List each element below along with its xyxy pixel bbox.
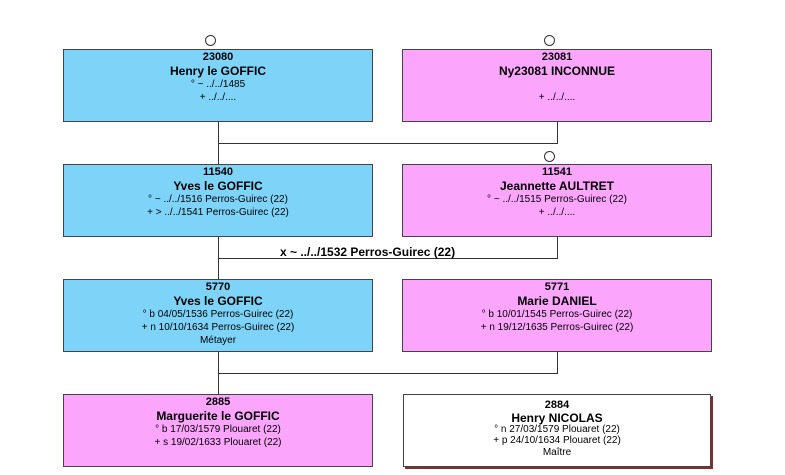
death-line: + n 19/12/1635 Perros-Guirec (22) bbox=[480, 322, 634, 333]
person-name: Ny23081 INCONNUE bbox=[498, 64, 616, 78]
no-parents-circle bbox=[544, 151, 555, 162]
person-name: Henry NICOLAS bbox=[511, 411, 603, 425]
person-name: Henry le GOFFIC bbox=[169, 64, 267, 78]
birth-line: ° b 17/03/1579 Plouaret (22) bbox=[155, 424, 281, 435]
birth-line: ° n 27/03/1579 Plouaret (22) bbox=[494, 424, 620, 435]
person-name: Jeannette AULTRET bbox=[499, 179, 614, 193]
person-name: Yves le GOFFIC bbox=[173, 179, 263, 193]
birth-line: ° ~ ../../1516 Perros-Guirec (22) bbox=[148, 194, 288, 205]
person-number: 2884 bbox=[544, 399, 570, 411]
death-line: + > ../../1541 Perros-Guirec (22) bbox=[147, 207, 289, 218]
death-line: + ../../.... bbox=[538, 92, 576, 103]
connector-line bbox=[557, 122, 558, 144]
occupation: Métayer bbox=[199, 335, 237, 346]
person-number: 11541 bbox=[542, 166, 572, 178]
person-box-11541[interactable]: 11541 Jeannette AULTRET ° ~ ../../1515 P… bbox=[402, 164, 712, 237]
person-number: 11540 bbox=[203, 166, 233, 178]
death-line: + ../../.... bbox=[538, 207, 576, 218]
person-name: Marguerite le GOFFIC bbox=[156, 409, 280, 423]
person-box-23081[interactable]: 23081 Ny23081 INCONNUE + ../../.... bbox=[402, 49, 712, 122]
birth-line: ° ~ ../../1485 bbox=[190, 79, 246, 90]
person-number: 2885 bbox=[205, 396, 231, 408]
connector-line bbox=[218, 143, 219, 165]
death-line: + n 10/10/1634 Perros-Guirec (22) bbox=[141, 322, 295, 333]
person-name: Yves le GOFFIC bbox=[173, 294, 263, 308]
marriage-label: x ~ ../../1532 Perros-Guirec (22) bbox=[280, 245, 456, 259]
no-parents-circle bbox=[544, 35, 555, 46]
birth-line: ° b 10/01/1545 Perros-Guirec (22) bbox=[481, 309, 633, 320]
connector-line bbox=[218, 143, 558, 144]
connector-line bbox=[218, 352, 219, 374]
person-number: 23080 bbox=[202, 51, 234, 63]
person-number: 23081 bbox=[541, 51, 573, 63]
death-line: + p 24/10/1634 Plouaret (22) bbox=[493, 435, 621, 446]
person-box-23080[interactable]: 23080 Henry le GOFFIC ° ~ ../../1485 + .… bbox=[63, 49, 373, 122]
connector-line bbox=[218, 122, 219, 144]
person-number: 5770 bbox=[205, 281, 231, 293]
death-line: + s 19/02/1633 Plouaret (22) bbox=[154, 437, 282, 448]
person-box-11540[interactable]: 11540 Yves le GOFFIC ° ~ ../../1516 Perr… bbox=[63, 164, 373, 237]
occupation: Maître bbox=[542, 447, 572, 458]
person-box-5771[interactable]: 5771 Marie DANIEL ° b 10/01/1545 Perros-… bbox=[402, 279, 712, 352]
death-line: + ../../.... bbox=[199, 92, 237, 103]
person-box-2884[interactable]: 2884 Henry NICOLAS ° n 27/03/1579 Plouar… bbox=[403, 394, 711, 467]
connector-line bbox=[557, 352, 558, 374]
connector-line bbox=[557, 237, 558, 259]
person-name: Marie DANIEL bbox=[517, 294, 597, 308]
birth-line: ° b 04/05/1536 Perros-Guirec (22) bbox=[142, 309, 294, 320]
connector-line bbox=[218, 373, 219, 394]
person-box-2885[interactable]: 2885 Marguerite le GOFFIC ° b 17/03/1579… bbox=[63, 394, 373, 467]
no-parents-circle bbox=[205, 35, 216, 46]
connector-line bbox=[218, 258, 558, 259]
connector-line bbox=[218, 373, 558, 374]
birth-line: ° ~ ../../1515 Perros-Guirec (22) bbox=[487, 194, 627, 205]
person-number: 5771 bbox=[544, 281, 570, 293]
person-box-5770[interactable]: 5770 Yves le GOFFIC ° b 04/05/1536 Perro… bbox=[63, 279, 373, 352]
